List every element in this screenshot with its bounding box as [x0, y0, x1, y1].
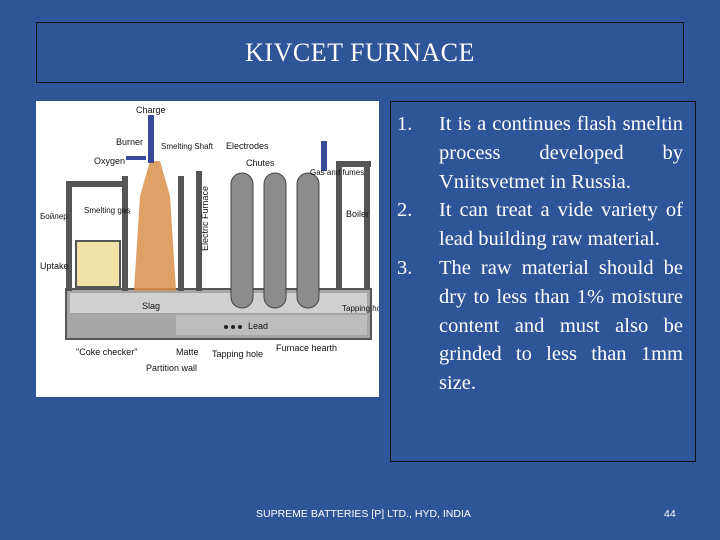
slide-title-box: KIVCET FURNACE [36, 22, 684, 83]
gas-outlet-pipe [321, 141, 327, 171]
kivcet-furnace-diagram: Charge Burner Oxygen Smelting Shaft Elec… [36, 101, 388, 397]
label-tapping-hole-bottom: Tapping hole [212, 349, 263, 359]
label-coke-checker: "Coke checker" [76, 347, 137, 357]
electrode [230, 172, 254, 309]
bullet-text-box: 1. It is a continues flash smeltin proce… [390, 101, 696, 462]
lead-drop [238, 325, 242, 329]
label-oxygen: Oxygen [94, 156, 125, 166]
label-boiler-left: Бойлер [40, 212, 68, 221]
label-charge: Charge [136, 105, 166, 115]
list-text: It can treat a vide variety of lead buil… [439, 199, 683, 251]
lead-layer [176, 315, 367, 335]
slide-footer: SUPREME BATTERIES [P] LTD., HYD, INDIA [256, 508, 471, 520]
charge-pipe [148, 115, 154, 163]
boiler-wall-outer [364, 161, 370, 289]
bullet-list: 1. It is a continues flash smeltin proce… [391, 102, 695, 398]
page-number: 44 [664, 508, 676, 520]
electrode [263, 172, 287, 309]
label-electrodes: Electrodes [226, 141, 269, 151]
label-smelting-gas: Smelting gas [84, 206, 130, 215]
electric-furnace-wall [196, 171, 202, 291]
list-item: 3. The raw material should be dry to les… [397, 254, 683, 398]
electrode [296, 172, 320, 309]
boiler-wall [336, 161, 342, 289]
list-number: 1. [397, 113, 413, 135]
smelting-gas-chamber [75, 240, 121, 288]
label-lead: Lead [248, 321, 268, 331]
label-matte: Matte [176, 347, 199, 357]
label-boiler-right: Boiler [346, 209, 369, 219]
label-furnace-hearth: Furnace hearth [276, 343, 337, 353]
label-smelting-shaft: Smelting Shaft [161, 142, 214, 151]
slag-layer [70, 293, 367, 313]
list-text: The raw material should be dry to less t… [439, 256, 683, 395]
shaft-wall-right [178, 176, 184, 291]
list-number: 3. [397, 256, 413, 279]
lead-drop [224, 325, 228, 329]
label-uptake: Uptake [40, 261, 69, 271]
shaft-wall-left [122, 176, 128, 291]
boiler-top [336, 161, 371, 167]
oxygen-pipe [126, 156, 146, 160]
slide-title: KIVCET FURNACE [245, 37, 475, 67]
label-partition-wall: Partition wall [146, 363, 197, 373]
label-electric-furnace: Electric Furnace [200, 186, 210, 251]
label-slag: Slag [142, 301, 160, 311]
label-burner: Burner [116, 137, 143, 147]
uptake-wall [66, 181, 72, 291]
list-number: 2. [397, 199, 413, 222]
list-item: 1. It is a continues flash smeltin proce… [397, 110, 683, 196]
lead-drop [231, 325, 235, 329]
label-chutes: Chutes [246, 158, 275, 168]
list-item: 2. It can treat a vide variety of lead b… [397, 196, 683, 254]
furnace-illustration: Charge Burner Oxygen Smelting Shaft Elec… [40, 105, 388, 373]
label-gas-and-fumes: Gas and fumes [310, 168, 364, 177]
list-text: It is a continues flash smeltin process … [439, 113, 683, 193]
flame-zone [134, 161, 176, 291]
label-tapping-hole-right: Tapping hole [342, 304, 379, 313]
uptake-top [66, 181, 126, 187]
